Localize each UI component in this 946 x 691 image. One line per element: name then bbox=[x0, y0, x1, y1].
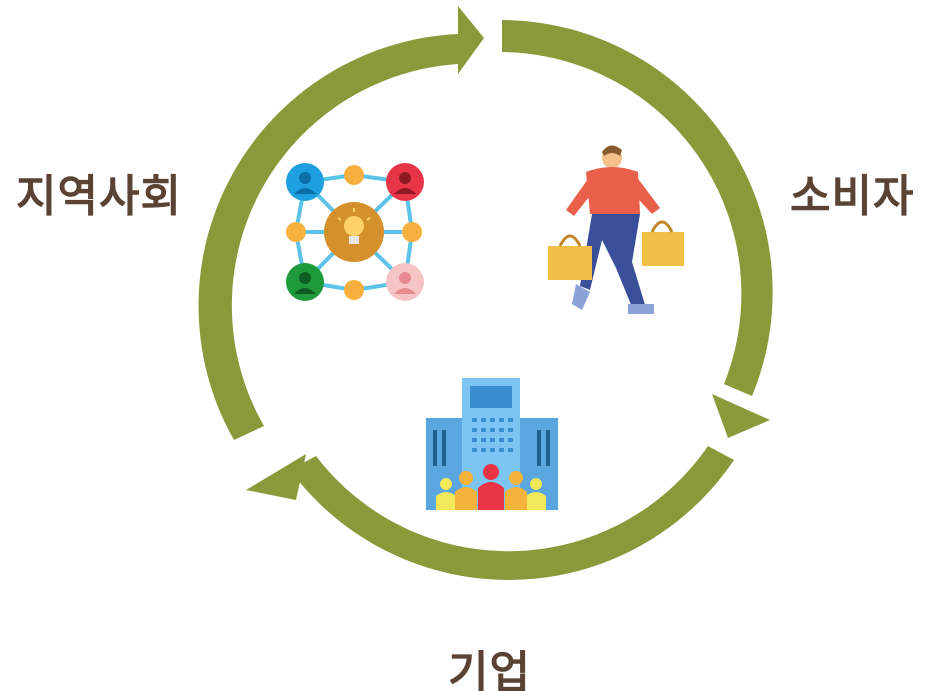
network-idea-icon bbox=[286, 163, 424, 301]
cycle-arrow-right bbox=[502, 20, 773, 438]
cycle-arrow-top bbox=[198, 6, 484, 440]
company-label: 기업 bbox=[448, 647, 531, 691]
company-building-icon bbox=[426, 378, 558, 510]
shopper-icon bbox=[548, 145, 684, 314]
cycle-arrow-bottom bbox=[246, 446, 734, 580]
community-label: 지역사회 bbox=[16, 171, 182, 222]
consumer-label: 소비자 bbox=[790, 171, 915, 222]
